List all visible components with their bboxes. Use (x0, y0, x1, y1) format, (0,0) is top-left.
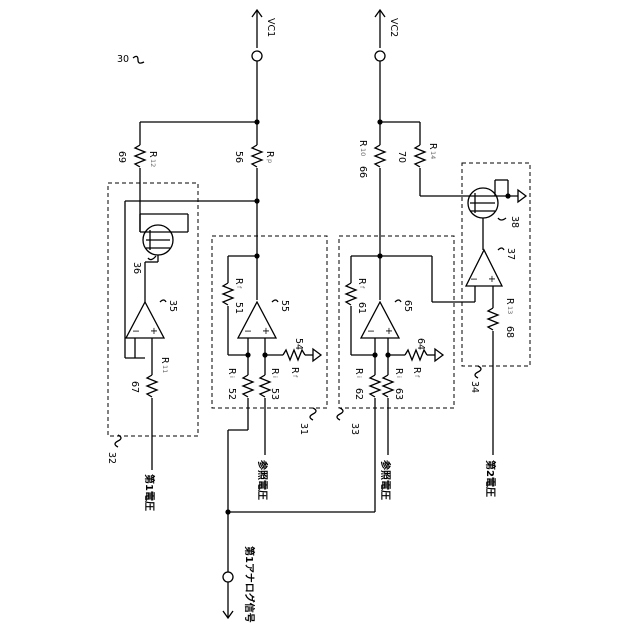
ground-64 (435, 349, 443, 361)
opamp-37-plus: + (488, 274, 496, 285)
resistor-56-sym: R (264, 151, 275, 158)
resistor-63-ref: 63 (393, 388, 404, 400)
resistor-61-sub: f (358, 286, 366, 289)
resistor-70 (415, 145, 425, 167)
ground-38 (518, 190, 526, 202)
block-33-number: 33 (349, 423, 360, 435)
resistor-69-sub: 12 (149, 159, 157, 167)
resistor-67-ref: 67 (129, 381, 140, 393)
opamp-55-ref: 55 (279, 300, 290, 312)
vc2-terminal (375, 51, 385, 61)
opamp-65-ref: 65 (402, 300, 413, 312)
reference-voltage-a-label: 参照電圧 (256, 460, 269, 500)
opamp-55-minus: − (244, 326, 252, 337)
opamp-35-plus: + (150, 326, 158, 337)
resistor-51-sub: f (235, 286, 243, 289)
resistor-53-sym: R (269, 368, 280, 375)
ground-54 (313, 349, 321, 361)
resistor-67 (147, 375, 157, 397)
resistor-64 (405, 350, 427, 360)
resistor-69-ref: 69 (116, 151, 127, 163)
block-32-number: 32 (106, 452, 117, 464)
vc1-label: VC1 (265, 18, 276, 37)
opamp-37-minus: − (470, 274, 478, 285)
resistor-69-sym: R (147, 151, 158, 158)
block-32-outline (108, 183, 198, 436)
resistor-52-sym: R (226, 368, 237, 375)
vc2-label: VC2 (388, 18, 399, 37)
analog-signal-terminal (223, 572, 233, 582)
resistor-70-sym: R (427, 143, 438, 150)
vc1-terminal (252, 51, 262, 61)
second-voltage-label: 第2電圧 (484, 460, 497, 497)
resistor-64-sub: f (413, 375, 421, 378)
resistor-68 (488, 308, 498, 330)
opamp-35-ref: 35 (167, 300, 178, 312)
resistor-67-sub: 11 (161, 365, 169, 373)
resistor-61-sym: R (356, 278, 367, 285)
resistor-70-ref: 70 (396, 151, 407, 163)
resistor-52-ref: 52 (226, 388, 237, 400)
resistor-61 (346, 283, 356, 305)
resistor-63-sub: i (395, 376, 403, 378)
resistor-66 (375, 145, 385, 167)
resistor-62-sub: i (355, 376, 363, 378)
first-voltage-label: 第1電圧 (143, 474, 156, 511)
resistor-54-sym: R (289, 367, 300, 374)
resistor-53-sub: i (271, 376, 279, 378)
first-analog-signal-label: 第1アナログ信号 (243, 546, 256, 623)
block-33-outline (339, 236, 454, 408)
opamp-65-plus: + (385, 326, 393, 337)
resistor-62-ref: 62 (353, 388, 364, 400)
resistor-61-ref: 61 (356, 302, 367, 314)
resistor-51 (223, 283, 233, 305)
opamp-65-minus: − (367, 326, 375, 337)
block-31-number: 31 (298, 423, 309, 435)
figure-number: 30 (117, 54, 129, 65)
resistor-56 (252, 145, 262, 167)
resistor-68-sym: R (504, 298, 515, 305)
resistor-67-sym: R (159, 357, 170, 364)
opamp-35-minus: − (132, 326, 140, 337)
resistor-68-ref: 68 (504, 326, 515, 338)
block-34-number: 34 (469, 381, 480, 393)
opamp-55-plus: + (262, 326, 270, 337)
reference-voltage-b-label: 参照電圧 (379, 460, 392, 500)
resistor-62 (370, 375, 380, 397)
resistor-69 (135, 145, 145, 167)
resistor-66-ref: 66 (357, 166, 368, 178)
resistor-64-ref: 64 (415, 338, 426, 350)
resistor-64-sym: R (411, 367, 422, 374)
resistor-56-sub: p (266, 159, 274, 163)
fet-36-ref: 36 (131, 262, 142, 274)
resistor-54-sub: f (291, 375, 299, 378)
resistor-53 (260, 375, 270, 397)
resistor-52 (243, 375, 253, 397)
resistor-56-ref: 56 (233, 151, 244, 163)
resistor-51-sym: R (233, 278, 244, 285)
resistor-54 (283, 350, 305, 360)
resistor-54-ref: 54 (293, 338, 304, 350)
resistor-63-sym: R (393, 368, 404, 375)
resistor-51-ref: 51 (233, 302, 244, 314)
figure-pointer (133, 56, 144, 63)
resistor-62-sym: R (353, 368, 364, 375)
resistor-66-sub: 10 (359, 148, 367, 156)
resistor-66-sym: R (357, 140, 368, 147)
resistor-52-sub: i (228, 376, 236, 378)
resistor-68-sub: 13 (506, 306, 514, 314)
resistor-63 (383, 375, 393, 397)
resistor-70-sub: 14 (429, 151, 437, 159)
fet-38-ref: 38 (509, 216, 520, 228)
opamp-37-ref: 37 (505, 248, 516, 260)
resistor-53-ref: 53 (269, 388, 280, 400)
